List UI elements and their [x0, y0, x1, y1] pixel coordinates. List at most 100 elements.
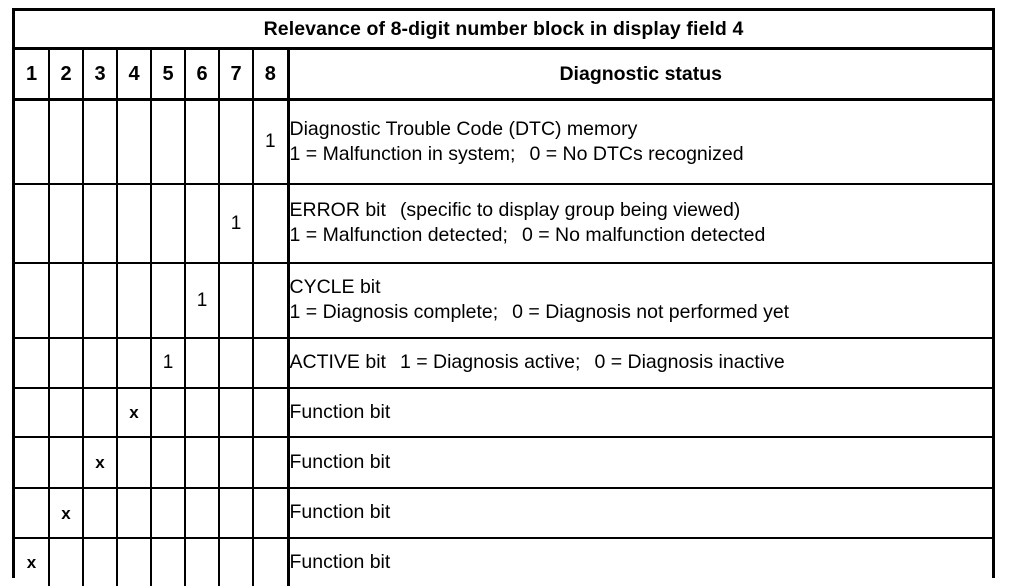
- bit-cell: [184, 435, 220, 489]
- bit-mark: x: [26, 553, 37, 572]
- diagnostic-status-description: Function bit: [286, 435, 992, 489]
- bit-mark: 1: [230, 212, 242, 234]
- description-line: Function bit: [289, 550, 391, 573]
- bit-mark: 1: [264, 131, 276, 153]
- bit-cell: [116, 182, 152, 264]
- description-part: 1 = Malfunction in system;: [289, 142, 516, 165]
- bit-cell: [15, 336, 50, 389]
- bit-cell: [48, 386, 84, 438]
- bit-cell: [48, 336, 84, 389]
- bit-cell: [184, 486, 220, 539]
- bit-cell: [15, 435, 50, 489]
- bit-cell: [150, 261, 186, 339]
- bit-column-header-2: 2: [48, 47, 84, 101]
- bit-cell: [48, 435, 84, 489]
- table-row: 1 ERROR bit (specific to display group be…: [15, 182, 993, 264]
- bit-cell: [184, 386, 220, 438]
- diagnostic-status-column-header: Diagnostic status: [286, 47, 992, 101]
- bit-mark: x: [95, 453, 105, 472]
- bit-cell: [82, 536, 118, 586]
- diagnostic-status-description: CYCLE bit 1 = Diagnosis complete; 0 = Dia…: [286, 261, 993, 339]
- description-line: 1 = Malfunction detected;0 = No malfunct…: [290, 223, 993, 248]
- diagnostic-status-description: Diagnostic Trouble Code (DTC) memory 1 =…: [286, 98, 993, 185]
- bit-cell: 1: [150, 336, 186, 389]
- bit-cell: x: [116, 386, 152, 438]
- description-part: ACTIVE bit: [289, 351, 386, 374]
- diagnostic-status-description: Function bit: [286, 386, 992, 438]
- bit-cell: [150, 98, 186, 185]
- bit-cell: [218, 261, 254, 339]
- bit-cell: [252, 435, 289, 489]
- table-row: 1 CYCLE bit 1 = Diagnosis complete; 0 = D…: [15, 261, 993, 339]
- bit-cell: [82, 336, 118, 389]
- bit-cell: [116, 336, 152, 389]
- table-header-row: 1 2 3 4 5 6 7 8 Diagnostic status: [15, 47, 992, 101]
- bit-cell: [218, 336, 254, 389]
- description-line: 1 = Diagnosis complete; 0 = Diagnosis not…: [290, 300, 993, 325]
- description-part: 0 = No malfunction detected: [521, 224, 766, 246]
- description-part: 1 = Diagnosis complete;: [289, 301, 499, 323]
- diagnostic-status-description: ERROR bit (specific to display group bein…: [286, 182, 993, 264]
- bit-cell: x: [15, 536, 50, 586]
- description-line: Function bit: [289, 450, 391, 473]
- table-row: 1 Diagnostic Trouble Code (DTC) memory 1…: [15, 98, 993, 185]
- bit-cell: 1: [218, 182, 254, 264]
- bit-cell: [150, 386, 186, 438]
- bit-cell: [218, 435, 254, 489]
- bit-cell: 1: [252, 98, 289, 185]
- bit-cell: [218, 386, 254, 438]
- bit-cell: [184, 182, 220, 264]
- bit-cell: [252, 336, 289, 389]
- bit-cell: [252, 486, 289, 539]
- bit-cell: [15, 182, 50, 264]
- bit-cell: [82, 98, 118, 185]
- description-line: 1 = Malfunction in system; 0 = No DTCs re…: [290, 142, 993, 167]
- bit-cell: [116, 98, 152, 185]
- description-line: ERROR bit (specific to display group bein…: [290, 198, 993, 223]
- bit-cell: [252, 536, 289, 586]
- bit-mark: 1: [196, 289, 208, 311]
- diagnostic-status-description: Function bit: [286, 486, 992, 539]
- description-line: Diagnostic Trouble Code (DTC) memory: [289, 117, 638, 140]
- bit-mark: x: [61, 503, 71, 523]
- bit-cell: x: [48, 486, 84, 539]
- bit-column-header-3: 3: [82, 47, 118, 101]
- description-part: (specific to display group being viewed): [399, 199, 741, 222]
- bit-cell: [15, 98, 50, 185]
- bit-cell: [252, 182, 289, 264]
- bit-cell: [150, 435, 186, 489]
- description-line: Function bit: [289, 501, 391, 524]
- bit-cell: [116, 536, 152, 586]
- bit-cell: [218, 98, 254, 185]
- description-line: CYCLE bit: [289, 276, 381, 299]
- diagnostic-status-table-container: Relevance of 8-digit number block in dis…: [12, 8, 995, 586]
- table-title: Relevance of 8-digit number block in dis…: [15, 11, 992, 50]
- table-row: x Function bit: [15, 386, 992, 438]
- bit-cell: [184, 336, 220, 389]
- bit-cell: [252, 386, 289, 438]
- bit-cell: [184, 98, 220, 185]
- description-part: ERROR bit: [289, 199, 386, 222]
- description-part: 0 = Diagnosis inactive: [594, 351, 785, 374]
- bit-cell: [184, 536, 220, 586]
- description-part: 0 = Diagnosis not performed yet: [512, 301, 790, 323]
- description-part: 0 = No DTCs recognized: [529, 142, 744, 165]
- table-row: x Function bit: [15, 435, 992, 489]
- bit-cell: [218, 536, 254, 586]
- bit-cell: [82, 261, 118, 339]
- bit-cell: [82, 182, 118, 264]
- description-line: Function bit: [289, 400, 391, 423]
- bit-cell: [150, 536, 186, 586]
- table-title-row: Relevance of 8-digit number block in dis…: [15, 11, 992, 50]
- bit-cell: [48, 98, 84, 185]
- bit-cell: [150, 486, 186, 539]
- bit-cell: [48, 261, 84, 339]
- bit-cell: [116, 435, 152, 489]
- bit-mark: 1: [162, 352, 174, 373]
- table-row: x Function bit: [15, 536, 992, 586]
- bit-column-header-7: 7: [218, 47, 254, 101]
- diagnostic-status-description: Function bit: [286, 536, 992, 586]
- bit-cell: 1: [184, 261, 220, 339]
- bit-column-header-5: 5: [150, 47, 186, 101]
